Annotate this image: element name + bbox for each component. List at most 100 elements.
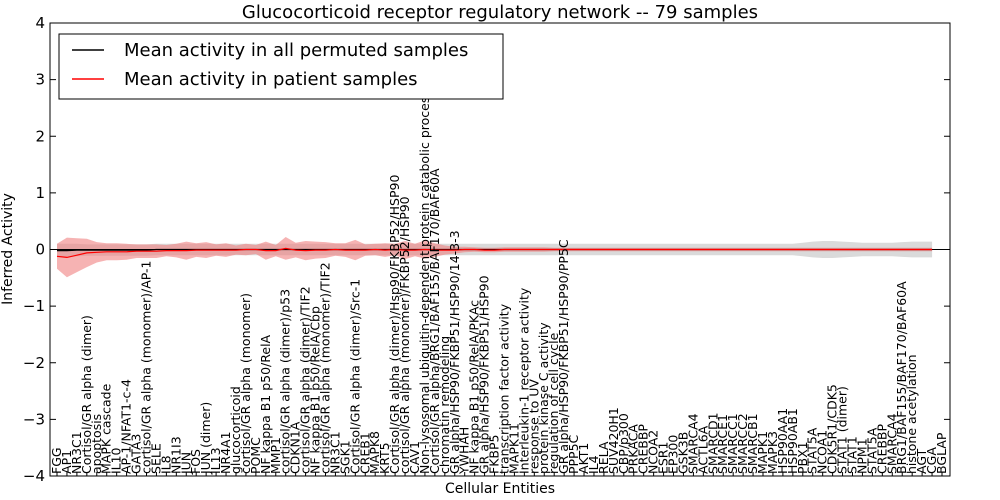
category-label: Cortisol/GR alpha (dimer)/Hsp90/FKBP52/H… (387, 175, 402, 474)
category-label: PRKACA (626, 424, 641, 474)
category-label: CAV1 (407, 441, 422, 474)
category-label: MAPK3 (765, 431, 780, 474)
category-label: CREBBP (874, 424, 889, 474)
category-label: AP1 (59, 450, 74, 474)
category-label: IL4 (586, 455, 601, 474)
category-label: NR4A1 (218, 431, 233, 474)
category-label: STAT5A (805, 427, 820, 474)
category-label: SMARCA4 (884, 413, 899, 474)
category-label: protein kinase C activity (536, 322, 551, 474)
category-label: BGLAP (934, 432, 949, 474)
category-label: AP-1/NFAT1-c-4 (119, 379, 134, 474)
category-label: GR alpha/HSP90/FKBP51/HSP90/PP5C (556, 239, 571, 474)
category-label: response to UV (526, 379, 541, 474)
category-label: POMC (248, 437, 263, 474)
category-label: JUN (178, 452, 193, 475)
category-label: CREB1 (357, 432, 372, 474)
category-label: SMARCB1 (745, 413, 760, 474)
y-tick-label: −4 (23, 467, 45, 485)
category-label: cortisol/GR alpha (monomer)/AP-1 (139, 261, 154, 475)
category-label: SMARCC2 (735, 413, 750, 474)
category-label: CBP/p300 (616, 413, 631, 474)
plot-area (50, 237, 950, 278)
category-label: Interleukin-1 receptor activity (516, 287, 531, 474)
category-label: PBX1 (795, 441, 810, 474)
category-label: JUN (dimer) (198, 402, 213, 475)
category-label: histone acetylation (904, 354, 919, 474)
y-tick-label: 0 (35, 241, 45, 259)
y-tick-label: 1 (35, 184, 45, 202)
category-label: Cortisol/GR alpha (dimer) (79, 315, 94, 474)
category-label: STAT1 (845, 436, 860, 474)
y-tick-label: 4 (35, 14, 45, 32)
category-label: MAPK cascade (99, 383, 114, 474)
y-tick-label: 3 (35, 71, 45, 89)
category-label: apoptosis (89, 414, 104, 474)
category-label: SMARCE1 (715, 414, 730, 474)
category-label: CREBBP (636, 424, 651, 474)
category-label: regulation of cell cycle (546, 332, 561, 474)
category-label: GSK3B (676, 432, 691, 474)
category-label: cortisol/GR alpha (dimer)/TIF2 (298, 286, 313, 474)
y-tick-label: −1 (23, 297, 45, 315)
category-label: FGG (49, 447, 64, 474)
category-label: CDKN1A (288, 421, 303, 474)
category-label: IL13 (208, 447, 223, 474)
category-label: cortisol/GR alpha (monomer) (238, 293, 253, 474)
category-label: Cortisol/GR alpha/BRG1/BAF155/BAF170/BAF… (427, 168, 442, 474)
category-label: MAPK11 (506, 423, 521, 474)
category-label: SELE (148, 443, 163, 474)
category-label: NCOA2 (646, 430, 661, 474)
y-tick-label: −2 (23, 354, 45, 372)
legend-box (58, 33, 504, 100)
category-label: NR3C1 (327, 431, 342, 474)
category-label: SMARCD1 (705, 412, 720, 474)
category-label: glucocorticoid (228, 386, 243, 474)
category-label: STAT5A (864, 427, 879, 474)
category-label: NR1I3 (168, 436, 183, 474)
category-label: NPM1 (854, 438, 869, 474)
y-axis: 4 3 2 1 0 −1 −2 −3 −4 (23, 14, 950, 485)
category-label: IL10 (109, 447, 124, 474)
category-label: BRG1/BAF155/BAF170/BAF60A (894, 281, 909, 474)
y-tick-label: −3 (23, 410, 45, 428)
legend: Mean activity in all permuted samplesMea… (58, 33, 504, 100)
category-label: KRT5 (377, 442, 392, 474)
category-label: PPP5C (566, 434, 581, 474)
category-label: cortisol/GR alpha (monomer)/TIF2 (318, 262, 333, 474)
category-label: cortisol/GR alpha (monomer)/FKBP52/HSP90 (397, 196, 412, 474)
y-tick-label: 2 (35, 127, 45, 145)
category-label: CDK5R1/CDK5 (825, 384, 840, 474)
category-label: NF kappa B1 p50/RelA (258, 334, 273, 474)
category-label: GATA3 (129, 434, 144, 474)
category-label: transcription factor activity (497, 303, 512, 474)
category-label: YWHAH (457, 427, 472, 475)
x-axis-label: Cellular Entities (445, 481, 555, 497)
legend-label: Mean activity in all permuted samples (124, 40, 468, 61)
category-label: HSP90AA1 (775, 408, 790, 474)
chart-title: Glucocorticoid receptor regulatory netwo… (242, 2, 758, 23)
y-axis-label: Inferred Activity (0, 193, 16, 305)
category-label: HSP90AB1 (785, 408, 800, 474)
category-label: Cortisol/GR alpha (dimer)/Src-1 (347, 279, 362, 474)
category-label: NF kappa B1 p50/RelA/Cbp (308, 306, 323, 474)
category-label: IL8 (158, 455, 173, 474)
category-label: SGK1 (337, 440, 352, 474)
legend-label: Mean activity in patient samples (124, 69, 418, 90)
category-label: GR alpha/HSP90/FKBP51/HSP90 (477, 275, 492, 474)
category-label: Non-lysosomal ubiquitin-dependent protei… (417, 90, 432, 474)
band-patient (57, 237, 933, 278)
category-label: SUV420H1 (606, 407, 621, 474)
category-label: GR alpha/HSP90/FKBP51/HSP90/14-3-3 (447, 230, 462, 474)
category-label: NCOA1 (815, 430, 830, 474)
category-label: MAPK8 (367, 431, 382, 474)
series-line-patient (56, 247, 933, 259)
category-label: EP300 (666, 435, 681, 474)
category-label: RELA (596, 441, 611, 474)
category-label: AGT (914, 448, 929, 474)
category-label: MMP1 (268, 437, 283, 474)
category-label: FOS (188, 449, 203, 474)
category-label: ACTL6A (695, 425, 710, 474)
category-label: ESR1 (656, 442, 671, 474)
